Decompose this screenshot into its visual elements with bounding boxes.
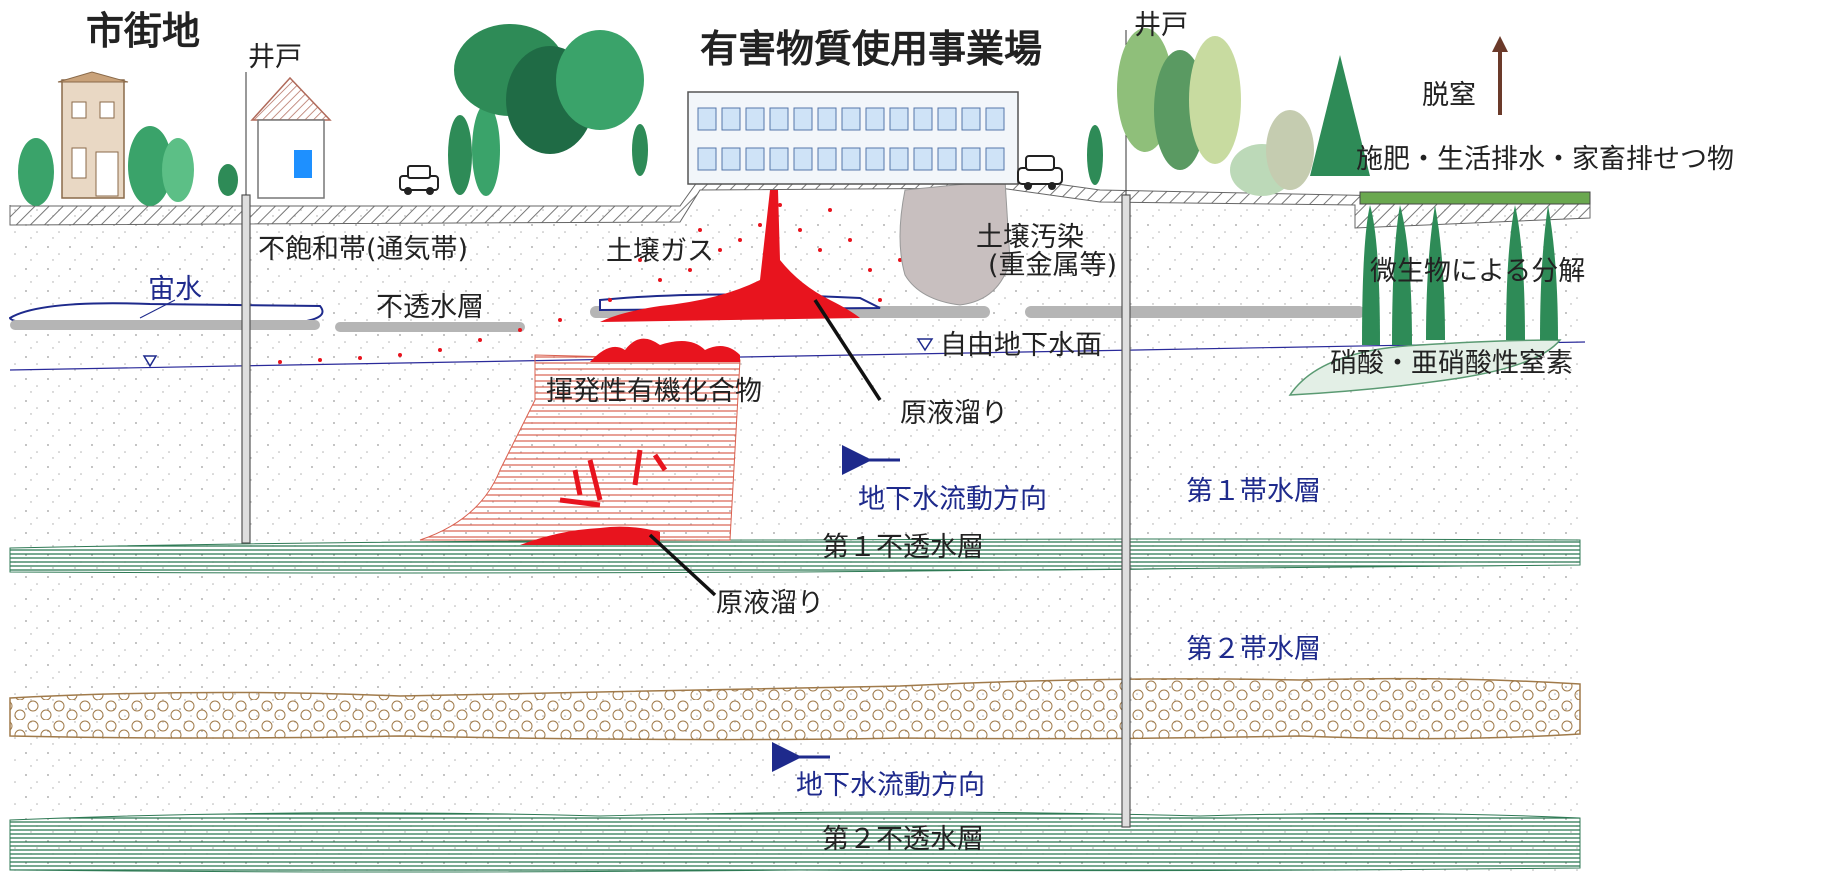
water-table-line xyxy=(9,341,1586,371)
well-right[interactable] xyxy=(1121,194,1131,828)
microbial-label: 微生物による分解 xyxy=(1370,256,1586,287)
factory-building xyxy=(687,91,1019,185)
page-title: 有害物質使用事業場 xyxy=(700,27,1043,71)
house-building xyxy=(57,71,129,199)
aquifer1-label: 第１帯水層 xyxy=(1186,476,1321,507)
water-table-marker-left xyxy=(142,355,158,368)
voc-label: 揮発性有機化合物 xyxy=(546,376,762,407)
soil-gas-label: 土壌ガス xyxy=(606,236,714,267)
perched-water-lens xyxy=(8,302,324,323)
dnapl-pool-lower xyxy=(520,526,660,545)
soil-contamination-label: 土壌汚染 xyxy=(976,222,1084,253)
dnapl-upper-label: 原液溜り xyxy=(900,398,1008,429)
town-label: 市街地 xyxy=(86,9,201,53)
dnapl-lower-label: 原液溜り xyxy=(716,588,824,619)
car-right xyxy=(1017,155,1063,190)
flow-upper-label: 地下水流動方向 xyxy=(858,484,1047,515)
shop-building xyxy=(250,76,332,199)
microbial-columns xyxy=(1362,205,1558,345)
impermeable-lens-2 xyxy=(335,322,525,332)
nitrate-plume xyxy=(1288,339,1562,396)
flow-lower-label: 地下水流動方向 xyxy=(796,770,985,801)
fertilizer-field xyxy=(1359,191,1591,205)
leader-perched-water xyxy=(139,299,176,319)
perched-water-label: 宙水 xyxy=(148,274,202,305)
heavy-metal-contamination xyxy=(899,179,1011,306)
aquitard2-label: 第２不透水層 xyxy=(822,824,984,855)
fertilizer-label: 施肥・生活排水・家畜排せつ物 xyxy=(1356,144,1734,175)
leader-dnapl-upper xyxy=(813,299,882,401)
car-left xyxy=(399,165,439,195)
impermeable-lens-4 xyxy=(1025,306,1365,318)
well-left-label: 井戸 xyxy=(248,42,302,73)
heavy-metals-label: (重金属等) xyxy=(988,250,1118,281)
aquitard1-label: 第１不透水層 xyxy=(822,532,984,563)
water-table-label: 自由地下水面 xyxy=(940,330,1102,361)
dnapl-streaks xyxy=(559,449,668,508)
denitrification-label: 脱窒 xyxy=(1422,80,1476,111)
leader-dnapl-lower xyxy=(648,533,717,597)
contaminant-at-water-table xyxy=(590,338,740,362)
impermeable-local-label: 不透水層 xyxy=(376,292,484,323)
unsaturated-zone-label: 不飽和帯(通気帯) xyxy=(258,234,469,265)
aquifer2-label: 第２帯水層 xyxy=(1186,634,1321,665)
second-aquitard xyxy=(9,811,1581,873)
impermeable-lens-1 xyxy=(10,320,320,330)
well-left[interactable] xyxy=(241,194,251,544)
ground-surface xyxy=(9,175,1591,229)
soil-gas-dots xyxy=(278,203,902,364)
trees xyxy=(18,24,1370,206)
contaminant-source xyxy=(600,190,860,322)
gravel-layer xyxy=(9,677,1581,741)
nitrate-label: 硝酸・亜硝酸性窒素 xyxy=(1330,348,1573,379)
well-right-label: 井戸 xyxy=(1134,10,1188,41)
water-table-marker-right xyxy=(916,338,934,352)
voc-plume xyxy=(419,354,741,541)
denitrification-arrowhead xyxy=(1492,36,1508,52)
